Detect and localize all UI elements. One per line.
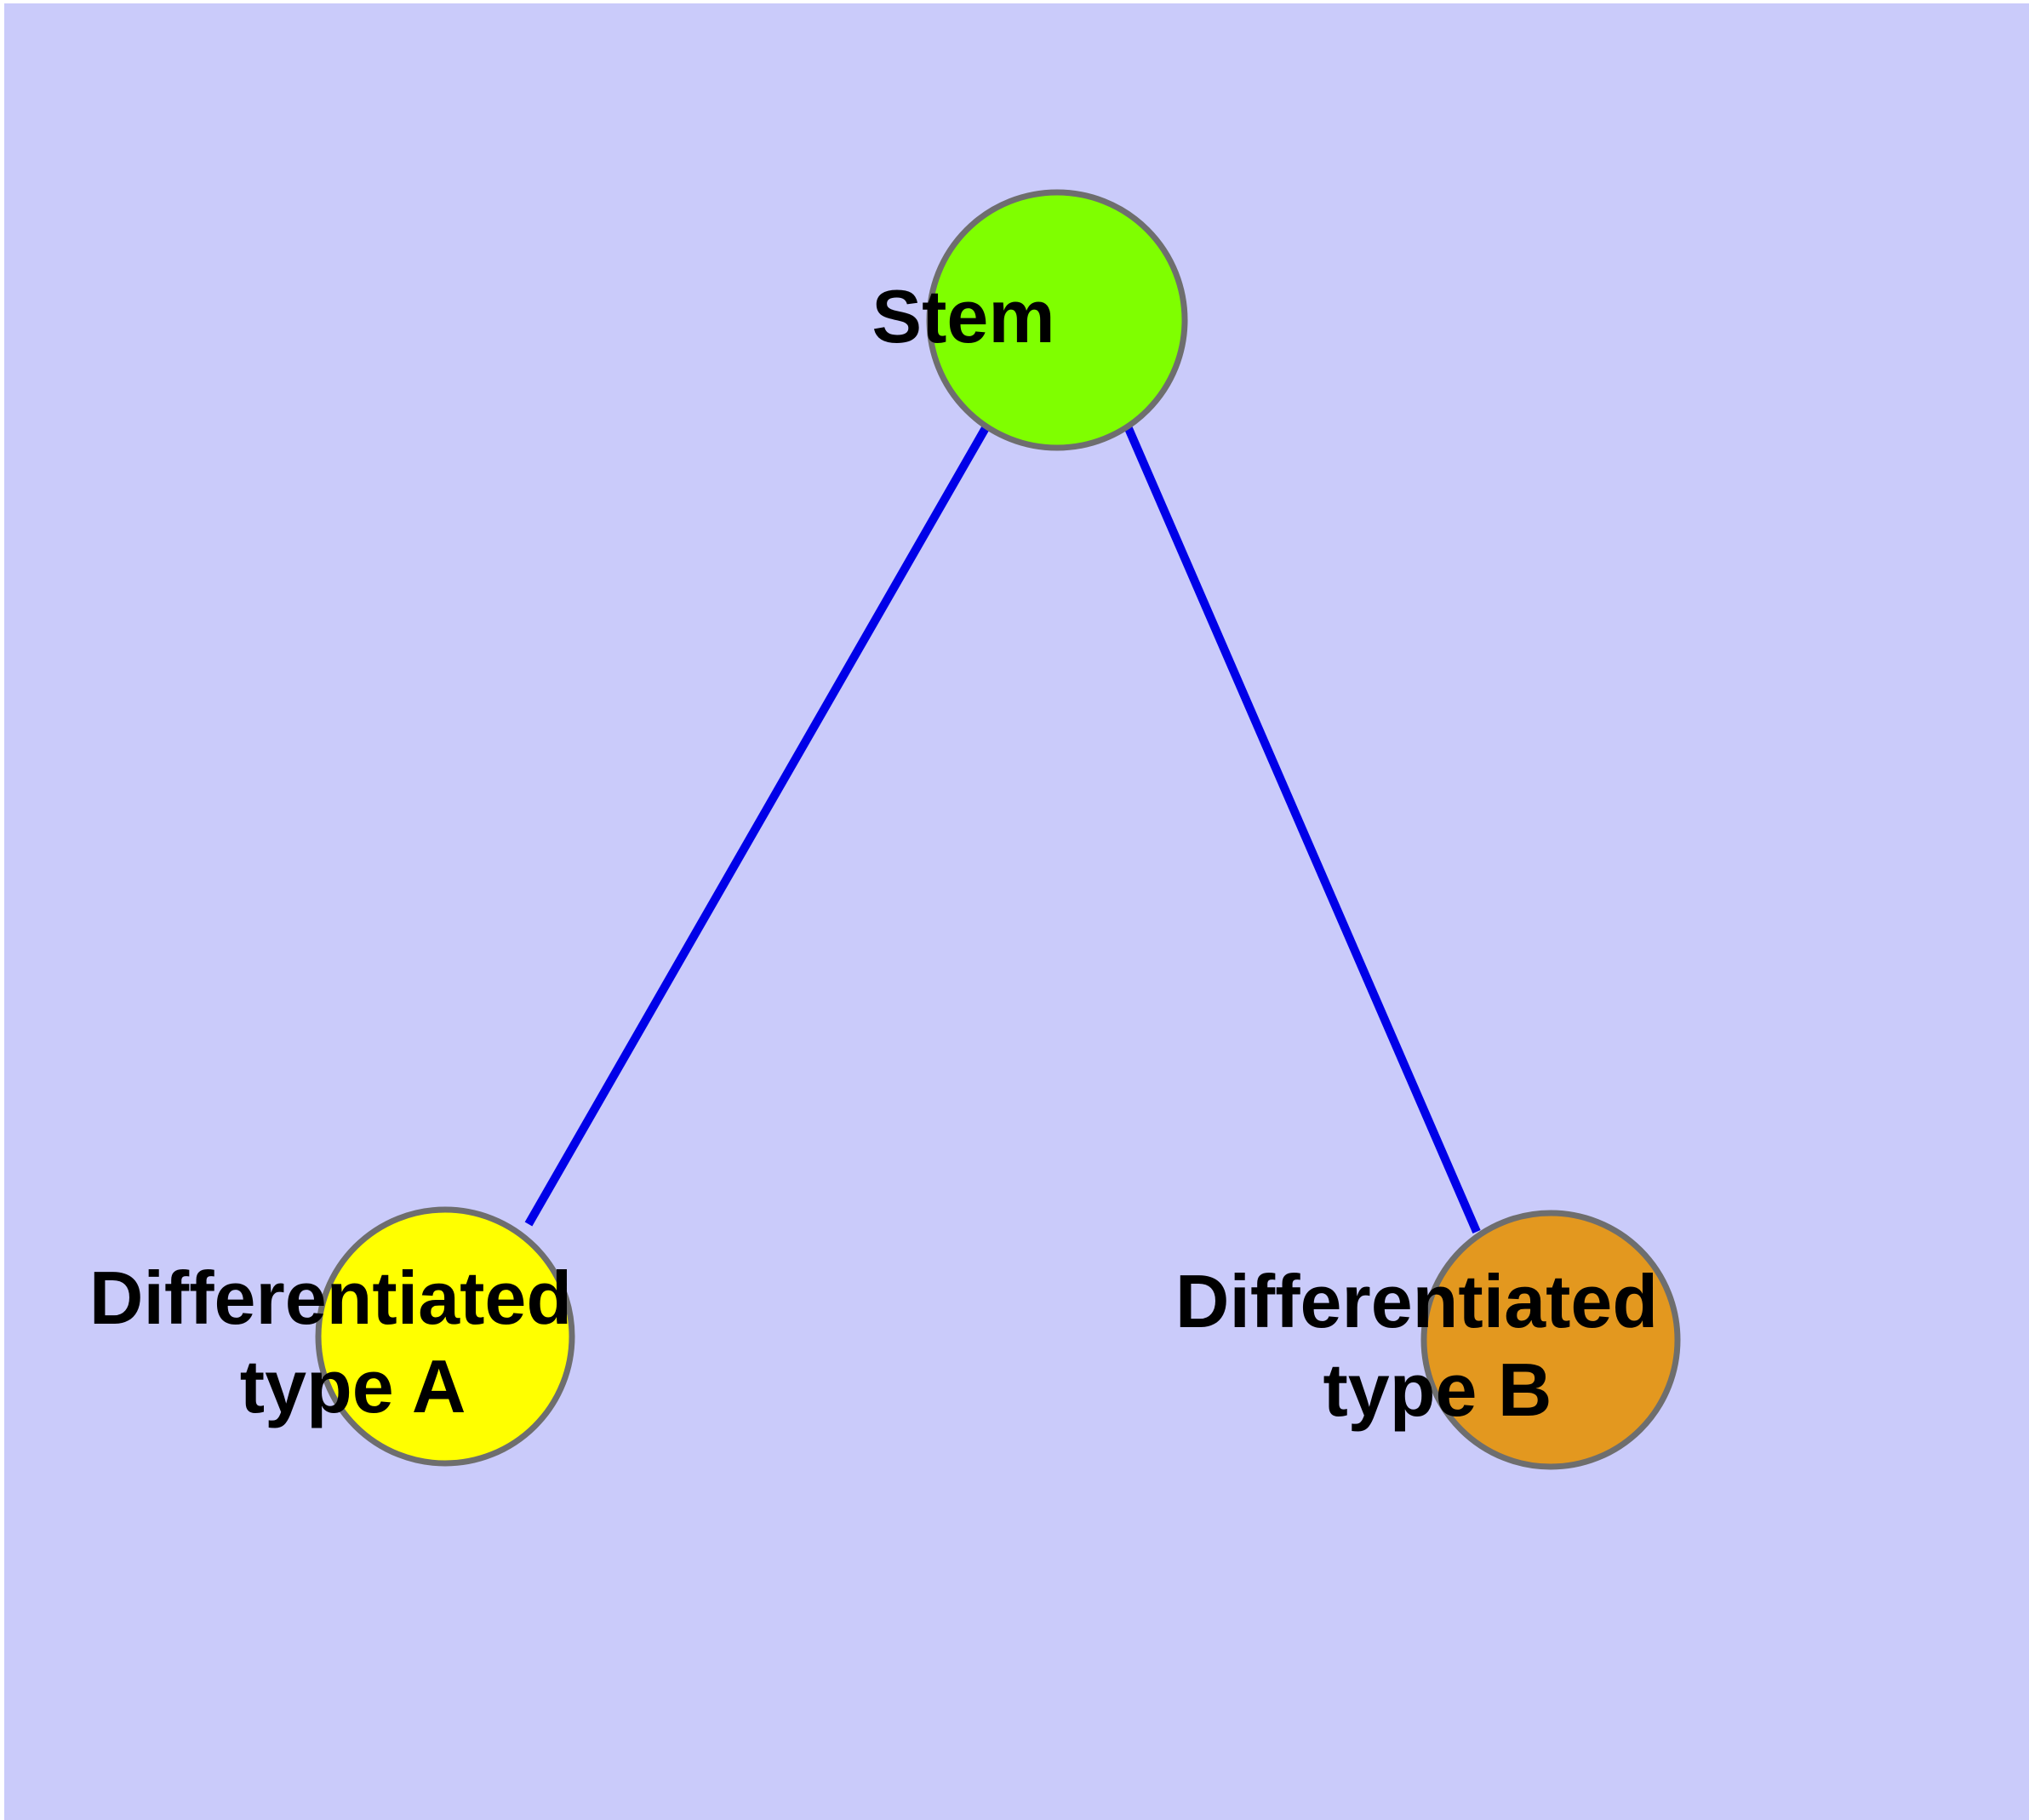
node-stem[interactable]: Stem <box>872 189 1242 451</box>
graph-svg: Stem Differentiated type A Differentiate… <box>4 3 2029 1820</box>
node-layer: Stem Differentiated type A Differentiate… <box>89 189 1887 1470</box>
node-differentiated-type-b-label-line-1: Differentiated <box>1175 1259 1658 1343</box>
node-differentiated-type-a-label-line-1: Differentiated <box>89 1256 572 1340</box>
node-stem-circle[interactable] <box>926 189 1188 451</box>
node-differentiated-type-b-label: Differentiated type B <box>1175 1259 1887 1432</box>
node-differentiated-type-a-label: Differentiated type A <box>89 1256 801 1428</box>
edge-stem-to-differentiated-type-b[interactable] <box>1123 425 1481 1233</box>
node-differentiated-type-b[interactable]: Differentiated type B <box>1175 1210 1887 1470</box>
node-stem-label-line-1: Stem <box>872 274 1055 358</box>
edge-stem-to-differentiated-type-a[interactable] <box>524 424 991 1227</box>
node-differentiated-type-a-circle[interactable] <box>315 1206 575 1467</box>
edge-layer <box>524 424 1481 1233</box>
node-differentiated-type-a-label-line-2: type A <box>240 1344 465 1428</box>
node-differentiated-type-b-label-line-2: type B <box>1323 1348 1552 1432</box>
node-differentiated-type-a[interactable]: Differentiated type A <box>89 1206 801 1467</box>
node-stem-label: Stem <box>872 274 1242 358</box>
node-differentiated-type-b-circle[interactable] <box>1420 1210 1681 1470</box>
